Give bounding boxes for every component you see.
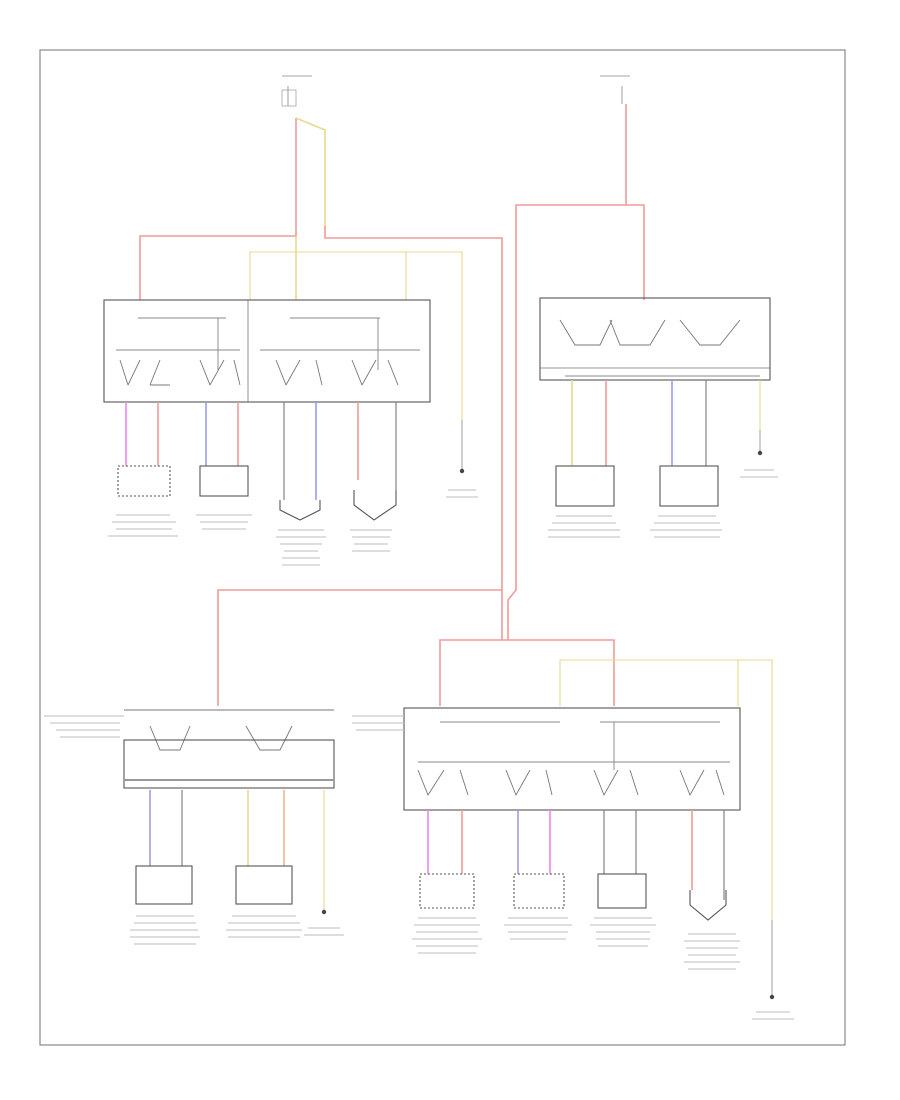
passenger-rear-captions [44,715,344,945]
passenger-seat-feed [439,639,773,920]
passenger-rear-switch-module [123,709,335,789]
diagram-frame [39,49,846,1046]
passenger-seat-motors [419,873,727,921]
driver-module-captions [108,489,478,566]
ground-point-3 [321,909,327,915]
left-power-feed [139,75,503,640]
passenger-seat-captions [352,715,794,1020]
driver-seat-motors [117,465,397,521]
ground-point-2 [757,430,763,456]
driver-module-output-wires [125,402,397,500]
right-module-output-wires [571,380,761,466]
passenger-seat-output-wires [427,810,725,900]
passenger-rear-feed [217,589,502,706]
passenger-seat-switch-module [403,707,741,811]
right-module-captions [548,469,778,538]
right-rear-seat-switch-module [539,297,771,381]
right-rear-seat-motors [555,465,719,507]
right-power-feed [507,75,645,640]
ground-point-4 [769,920,775,1000]
ground-point-1 [459,420,465,474]
driver-seat-switch-module [103,299,431,403]
passenger-rear-motors [135,865,293,905]
passenger-rear-output-wires [149,790,325,910]
